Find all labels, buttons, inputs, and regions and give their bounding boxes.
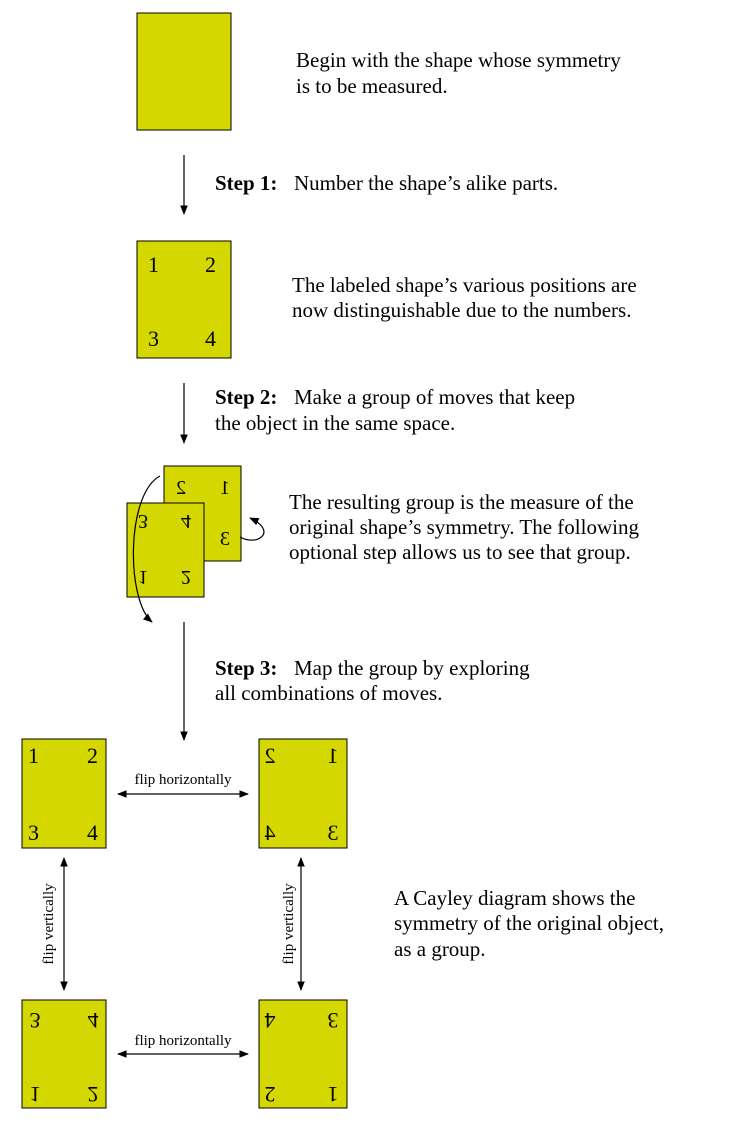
step3-line-1: Map the group by exploring: [294, 656, 530, 680]
cayley-desc-line-3: as a group.: [394, 937, 486, 961]
cayley-vflip-label-1: 1: [30, 1082, 41, 1107]
cayley-top-hflip-label: flip horizontally: [134, 772, 232, 788]
cayley-identity-label-1: 1: [28, 743, 39, 768]
numbered-label-4: 4: [205, 326, 216, 351]
moved-front-label-3: 3: [138, 510, 148, 532]
group-desc-line-2: original shape’s symmetry. The following: [289, 515, 639, 539]
cayley-rotation-label-4: 4: [265, 1008, 276, 1033]
cayley-identity-label-3: 3: [28, 820, 39, 845]
moved-front-label-1: 1: [138, 566, 148, 588]
numbered-shape: [136, 240, 232, 359]
moved-front-label-2: 2: [181, 566, 191, 588]
cayley-hflip-label-3: 3: [328, 820, 339, 845]
intro-line-1: Begin with the shape whose symmetry: [296, 48, 621, 72]
original-shape: [136, 12, 232, 131]
step2-line-1: Make a group of moves that keep: [294, 385, 575, 409]
cayley-hflip-label-1: 1: [328, 743, 339, 768]
moved-back-label-2: 2: [176, 477, 186, 499]
cayley-hflip-label-2: 2: [265, 743, 276, 768]
group-desc-line-1: The resulting group is the measure of th…: [289, 490, 634, 514]
step2-line-2: the object in the same space.: [215, 411, 455, 435]
numbered-label-3: 3: [148, 326, 159, 351]
cayley-desc-line-2: symmetry of the original object,: [394, 911, 664, 935]
moved-back-label-1: 1: [220, 477, 230, 499]
cayley-right-vflip-label: flip vertically: [281, 883, 297, 965]
step2-label: Step 2:: [215, 385, 277, 409]
step3-line-2: all combinations of moves.: [215, 681, 442, 705]
moved-front-label-4: 4: [181, 510, 191, 532]
numbered-label-1: 1: [148, 252, 159, 277]
intro-line-2: is to be measured.: [296, 74, 448, 98]
numbered-desc-line-2: now distinguishable due to the numbers.: [292, 298, 631, 322]
horizontal-flip-curve-arrow: [239, 517, 265, 541]
cayley-shape-hflip: [258, 738, 348, 849]
cayley-identity-label-2: 2: [87, 743, 98, 768]
numbered-label-2: 2: [205, 252, 216, 277]
cayley-vflip-label-2: 2: [88, 1082, 99, 1107]
cayley-vflip-label-3: 3: [30, 1008, 41, 1033]
numbered-desc-line-1: The labeled shape’s various positions ar…: [292, 273, 637, 297]
cayley-rotation-label-2: 2: [265, 1082, 276, 1107]
cayley-diagram: 1 2 3 4 2 1 4 3 3 4 1 2 4 3 2 1 flip hor…: [21, 738, 348, 1109]
cayley-desc-line-1: A Cayley diagram shows the: [394, 886, 635, 910]
cayley-hflip-label-4: 4: [265, 820, 276, 845]
cayley-bottom-hflip-label: flip horizontally: [134, 1033, 232, 1049]
cayley-shape-rotation: [258, 999, 348, 1109]
cayley-rotation-label-1: 1: [328, 1082, 339, 1107]
cayley-shape-identity: [21, 738, 107, 849]
vertical-flip-curve-arrow: [132, 475, 161, 623]
cayley-identity-label-4: 4: [87, 820, 98, 845]
cayley-rotation-label-3: 3: [328, 1008, 339, 1033]
step1-label: Step 1:: [215, 171, 277, 195]
moved-back-label-3: 3: [220, 528, 230, 550]
moves-illustration: 2 1 3 3 4 1 2: [126, 465, 265, 623]
moved-shape-front: [126, 502, 205, 598]
group-desc-line-3: optional step allows us to see that grou…: [289, 540, 631, 564]
cayley-shape-vflip: [21, 999, 107, 1109]
cayley-vflip-label-4: 4: [88, 1008, 99, 1033]
step3-label: Step 3:: [215, 656, 277, 680]
step1-text: Number the shape’s alike parts.: [294, 171, 558, 195]
cayley-left-vflip-label: flip vertically: [41, 883, 57, 965]
